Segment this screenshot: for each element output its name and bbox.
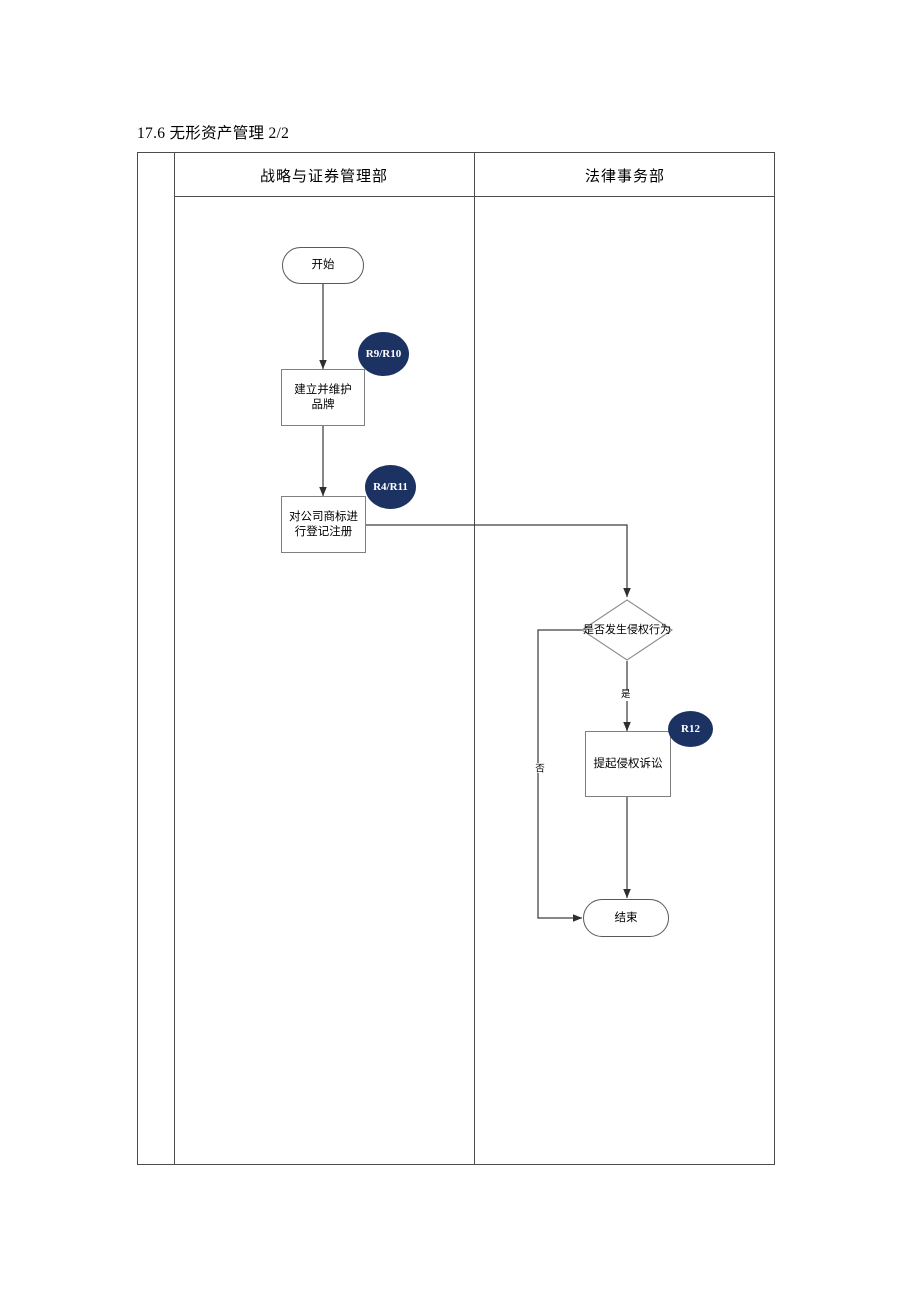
page-title: 17.6 无形资产管理 2/2 xyxy=(137,125,290,142)
node-build-maintain-brand[interactable]: 建立并维护品牌 xyxy=(281,369,365,426)
node-file-infringement-lawsuit[interactable]: 提起侵权诉讼 xyxy=(585,731,671,797)
risk-badge-r4-r11[interactable]: R4/R11 xyxy=(365,465,416,509)
edge-label-yes: 是 xyxy=(620,690,632,701)
swimlane-header-row: 战略与证券管理部 法律事务部 xyxy=(174,153,774,197)
swimlane-header-strategy-securities: 战略与证券管理部 xyxy=(259,168,388,185)
node-decision-infringement[interactable]: 是否发生侵权行为 xyxy=(582,600,672,660)
swimlane-header-legal-affairs: 法律事务部 xyxy=(584,168,665,185)
node-end[interactable]: 结束 xyxy=(583,899,669,937)
risk-badge-r9-r10[interactable]: R9/R10 xyxy=(358,332,409,376)
edge-label-no: 否 xyxy=(531,763,544,773)
node-register-trademark[interactable]: 对公司商标进行登记注册 xyxy=(281,496,366,553)
decision-infringement-label: 是否发生侵权行为 xyxy=(583,623,671,636)
table-divider-middle xyxy=(474,153,475,1164)
swimlane-table: 战略与证券管理部 法律事务部 xyxy=(137,152,775,1165)
table-divider-left xyxy=(174,153,175,1164)
node-start[interactable]: 开始 xyxy=(282,247,364,284)
risk-badge-r12[interactable]: R12 xyxy=(668,711,713,747)
